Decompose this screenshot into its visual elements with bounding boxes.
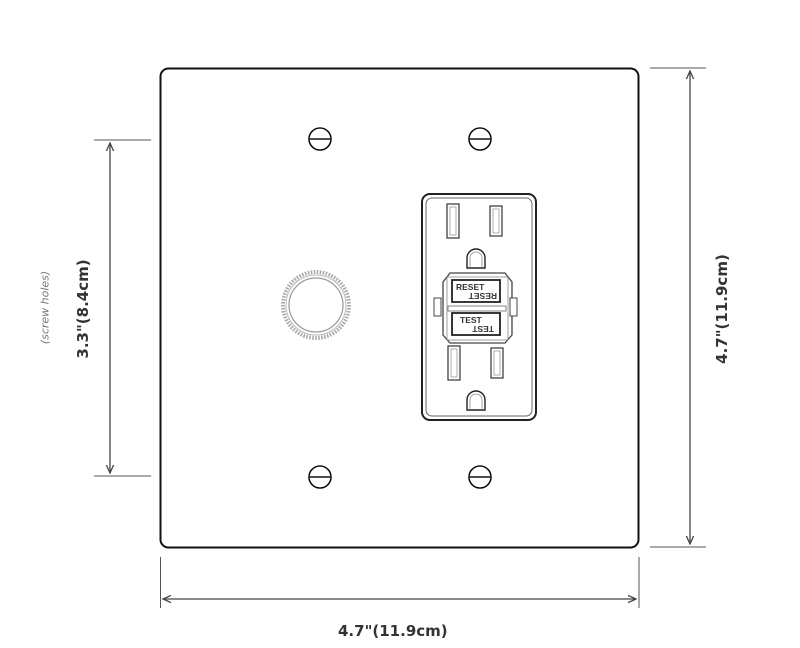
test-label-mirror: TEST bbox=[471, 324, 494, 334]
screw-icon-top-right bbox=[468, 127, 492, 151]
screw-icon-bottom-right bbox=[468, 465, 492, 489]
screw-spacing-label: 3.3"(8.4cm) bbox=[74, 259, 92, 359]
gfci-outlet: RESET RESET TEST TEST bbox=[421, 193, 537, 421]
screw-spacing-dimension bbox=[94, 139, 151, 477]
reset-label: RESET bbox=[456, 282, 485, 292]
screw-spacing-note: (screw holes) bbox=[38, 270, 52, 345]
test-label: TEST bbox=[460, 315, 483, 325]
width-dimension bbox=[160, 557, 640, 608]
height-dimension bbox=[650, 67, 706, 548]
screw-icon-bottom-left bbox=[308, 465, 332, 489]
bottom-outlet-slots-icon bbox=[447, 345, 504, 411]
rotary-knob-icon bbox=[281, 270, 351, 340]
height-label: 4.7"(11.9cm) bbox=[713, 254, 731, 364]
width-label: 4.7"(11.9cm) bbox=[338, 622, 448, 640]
screw-icon-top-left bbox=[308, 127, 332, 151]
top-outlet-slots-icon bbox=[446, 203, 503, 269]
reset-button: RESET RESET bbox=[451, 279, 501, 303]
test-button: TEST TEST bbox=[451, 312, 501, 336]
wall-plate bbox=[159, 67, 640, 549]
reset-label-mirror: RESET bbox=[468, 291, 497, 301]
